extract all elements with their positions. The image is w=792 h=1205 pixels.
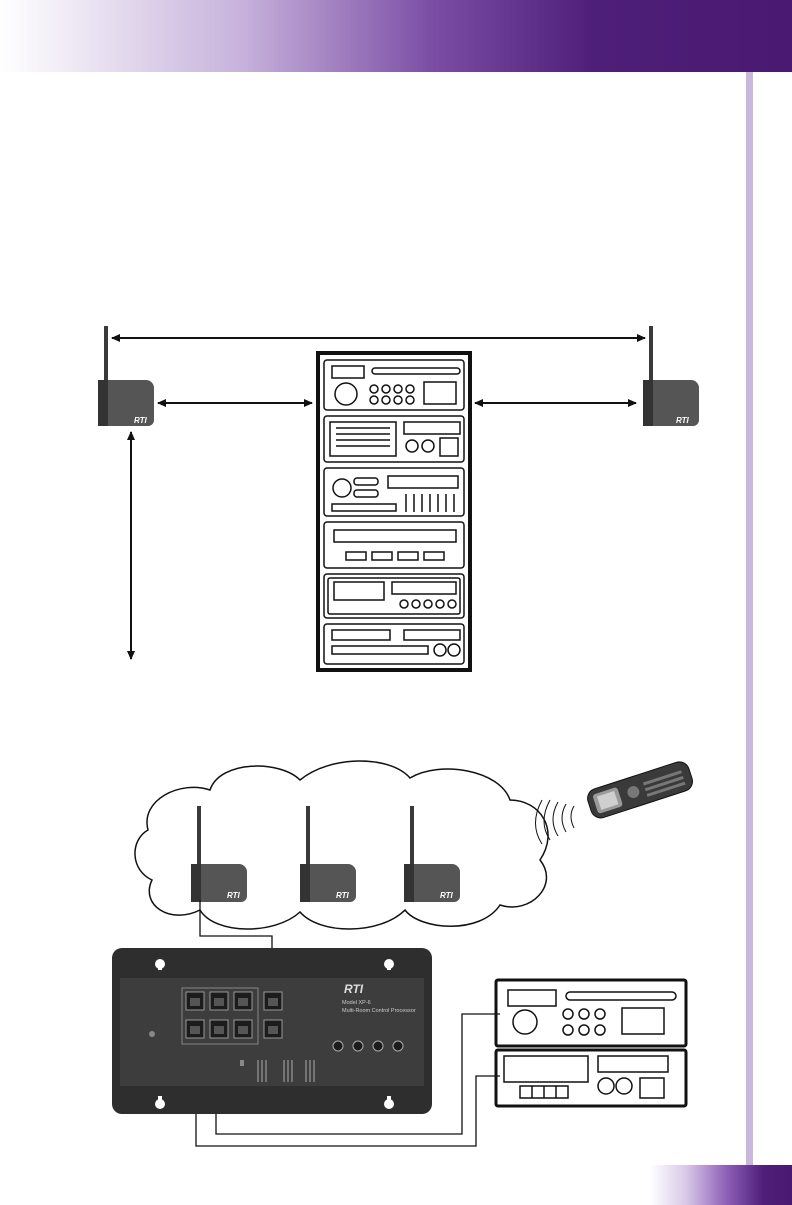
remote-control <box>585 759 695 820</box>
rti-logo: RTI <box>227 891 241 900</box>
antenna-rod <box>649 326 653 382</box>
control-processor: RTI Model XP-6 Multi-Room Control Proces… <box>112 948 432 1114</box>
rti-logo: RTI <box>676 416 690 425</box>
wireless-network-cloud <box>135 761 548 929</box>
component-1 <box>496 980 686 1046</box>
bottom-diagram: RTI RTI RTI <box>112 759 695 1146</box>
processor-model: Model XP-6 <box>342 1000 371 1006</box>
processor-logo: RTI <box>344 982 364 996</box>
rti-logo: RTI <box>440 891 454 900</box>
antenna-rod <box>104 326 108 382</box>
component-2 <box>496 1050 686 1106</box>
right-antenna-unit: RTI <box>643 326 699 426</box>
equipment-rack <box>318 353 470 670</box>
processor-description: Multi-Room Control Processor <box>342 1008 416 1014</box>
rti-logo: RTI <box>134 416 148 425</box>
left-antenna-unit: RTI <box>98 326 154 426</box>
top-diagram: RTI RTI <box>98 326 699 670</box>
rti-logo: RTI <box>336 891 350 900</box>
